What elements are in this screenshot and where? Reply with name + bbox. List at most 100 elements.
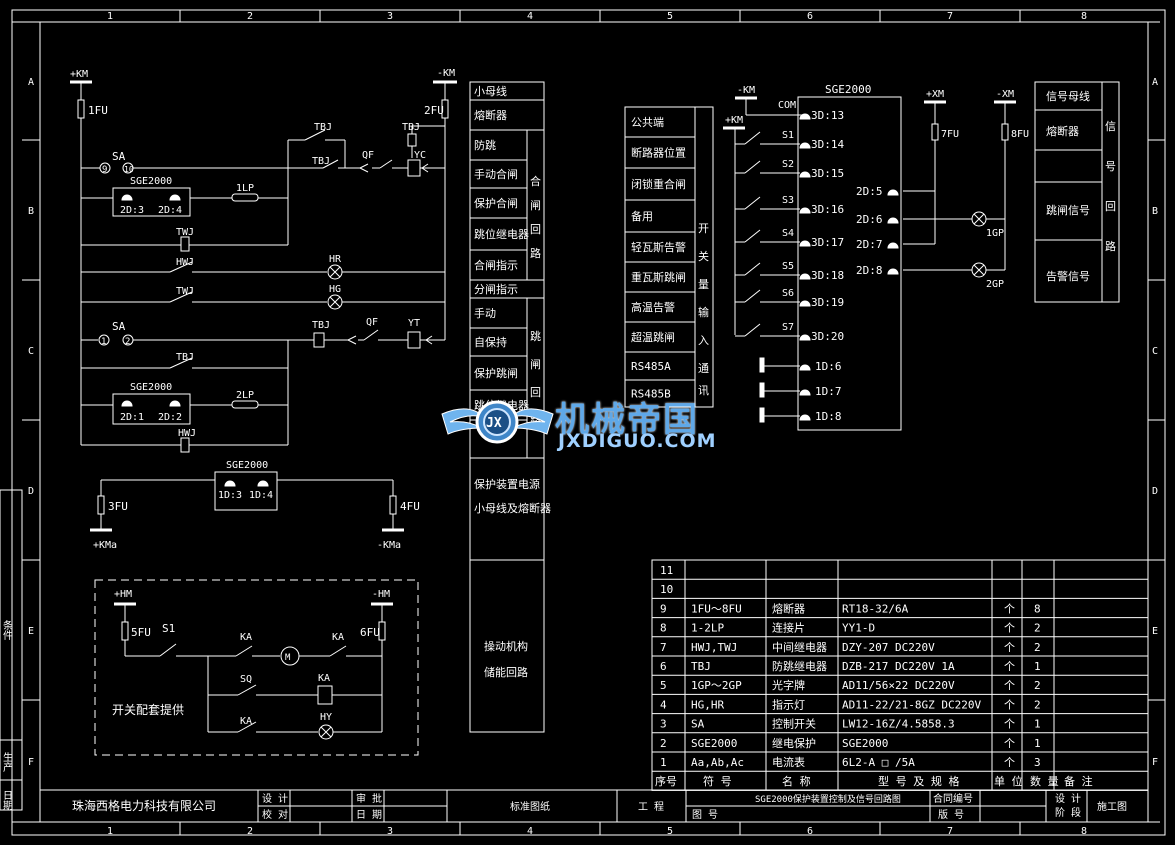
sge-2-label: SGE2000	[130, 382, 172, 393]
tb-check: 校 对	[262, 808, 288, 821]
io-switch-4: S5	[782, 261, 794, 272]
tbj-3: TBJ	[312, 156, 330, 167]
io-item-3: 备用	[631, 209, 653, 223]
grid-row-right-C: C	[1152, 346, 1158, 357]
fuse-6fu: 6FU	[360, 626, 380, 639]
bom-header-0: 序号	[655, 774, 677, 788]
ka-2: KA	[332, 632, 344, 643]
bom-row-10-col-0: 10	[660, 583, 673, 596]
ka-3: KA	[240, 716, 252, 727]
bom-header-4: 单 位	[994, 774, 1023, 788]
io-out-3: 2D:8	[856, 264, 883, 277]
fuse-1fu: 1FU	[88, 104, 108, 117]
sig-item-0: 信号母线	[1046, 89, 1090, 103]
bom-row-8-col-0: 8	[660, 622, 667, 635]
bom-row-3-col-1: SA	[691, 718, 705, 731]
tb-contract-no: 合同编号	[933, 792, 973, 805]
bom-header-6: 备 注	[1064, 774, 1093, 788]
company-name: 珠海西格电力科技有限公司	[72, 798, 216, 813]
io-side-comm-0: 通	[698, 362, 709, 375]
bom-row-6-col-3: DZB-217 DC220V 1A	[842, 660, 955, 673]
io-item-7: 超温跳闸	[631, 330, 675, 344]
grid-row-left-F: F	[28, 757, 34, 768]
fc-item-15: 储能回路	[484, 665, 528, 679]
fuse-3fu: 3FU	[108, 500, 128, 513]
fuse-8fu: 8FU	[1011, 129, 1029, 140]
gp-2: 2GP	[986, 279, 1004, 290]
sig-item-1: 熔断器	[1046, 124, 1079, 138]
tb-stage-2: 阶 段	[1055, 806, 1081, 819]
bom-row-4-col-2: 指示灯	[772, 697, 805, 711]
tb-review: 审 批	[356, 792, 382, 805]
grid-col-top-3: 3	[387, 11, 393, 22]
t-2d1: 2D:1	[120, 412, 144, 423]
fc-side-close-2: 回	[530, 223, 541, 236]
io-bus-nkm: -KM	[737, 85, 755, 96]
bom-row-2-col-5: 1	[1034, 737, 1041, 750]
io-d1-2: 1D:8	[815, 410, 842, 423]
bom-row-1-col-4: 个	[1004, 756, 1015, 769]
grid-col-top-6: 6	[807, 11, 813, 22]
tbj-5: TBJ	[176, 352, 194, 363]
io-d1-1: 1D:7	[815, 385, 842, 398]
io-terminal-2: 3D:15	[811, 167, 844, 180]
fuse-4fu: 4FU	[400, 500, 420, 513]
io-column: 公共端断路器位置闭锁重合闸备用轻瓦斯告警重瓦斯跳闸高温告警超温跳闸RS485AR…	[624, 106, 714, 408]
bom-row-3-col-0: 3	[660, 718, 667, 731]
gp-1: 1GP	[986, 228, 1004, 239]
watermark-subtitle: JXDIGUO.COM	[558, 430, 717, 452]
bus-nkma: -KMa	[377, 540, 401, 551]
grid-col-bottom-1: 1	[107, 826, 113, 837]
bom-row-5-col-0: 5	[660, 679, 667, 692]
fuse-2fu: 2FU	[424, 104, 444, 117]
grid-row-right-E: E	[1152, 626, 1158, 637]
fuse-5fu: 5FU	[131, 626, 151, 639]
io-item-8: RS485A	[631, 360, 671, 373]
tb-construction: 施工图	[1097, 800, 1127, 813]
bom-row-11-col-0: 11	[660, 564, 673, 577]
qf-2: QF	[366, 317, 378, 328]
bom-header-5: 数 量	[1030, 775, 1059, 788]
bus-phm: +HM	[114, 589, 132, 600]
sw-s1-left: S1	[162, 622, 175, 635]
io-item-9: RS485B	[631, 388, 671, 401]
grid-row-right-B: B	[1152, 206, 1158, 217]
bom-row-9-col-3: RT18-32/6A	[842, 602, 909, 615]
bom-row-6-col-1: TBJ	[691, 660, 711, 673]
bom-row-6-col-2: 防跳继电器	[772, 659, 827, 673]
bom-row-4-col-3: AD11-22/21-8GZ DC220V	[842, 698, 981, 711]
control-circuit: +KM 1FU -KM 2FU 9 SA 10 SGE2000 2D:3 2D:…	[70, 68, 457, 756]
hwj-1: HWJ	[176, 257, 194, 268]
tb-std: 标准图纸	[510, 800, 550, 813]
fc-side-close-3: 路	[530, 247, 541, 260]
tb-drawing-no: 图 号	[692, 809, 718, 821]
sa-label-top: SA	[112, 150, 126, 163]
io-terminal-6: 3D:19	[811, 296, 844, 309]
bom-row-6-col-5: 1	[1034, 660, 1041, 673]
io-item-4: 轻瓦斯告警	[631, 240, 686, 254]
bom-row-7-col-5: 2	[1034, 641, 1041, 654]
io-item-0: 公共端	[631, 116, 664, 129]
bom-row-5-col-3: AD11/56×22 DC220V	[842, 679, 955, 692]
bom-header-3: 型 号 及 规 格	[878, 774, 960, 788]
qf-1: QF	[362, 150, 374, 161]
io-side-in-0: 开	[698, 222, 709, 235]
io-out-2: 2D:7	[856, 238, 883, 251]
grid-col-bottom-4: 4	[527, 826, 533, 837]
bom-row-7-col-2: 中间继电器	[772, 641, 827, 654]
bom-row-9-col-2: 熔断器	[772, 601, 805, 615]
t-1d3: 1D:3	[218, 490, 242, 501]
grid-col-bottom-7: 7	[947, 826, 953, 837]
io-sge-label: SGE2000	[825, 83, 871, 96]
bom-row-6-col-0: 6	[660, 660, 667, 673]
bus-nkm: -KM	[437, 68, 455, 79]
grid-col-bottom-6: 6	[807, 826, 813, 837]
yc: YC	[414, 150, 426, 161]
tbj-2: TBJ	[402, 122, 420, 133]
bom-row-5-col-4: 个	[1004, 679, 1015, 692]
lamp-hy: HY	[320, 712, 332, 723]
io-terminal-0: 3D:13	[811, 109, 844, 122]
t-2d3: 2D:3	[120, 205, 144, 216]
t-1d4: 1D:4	[249, 490, 273, 501]
